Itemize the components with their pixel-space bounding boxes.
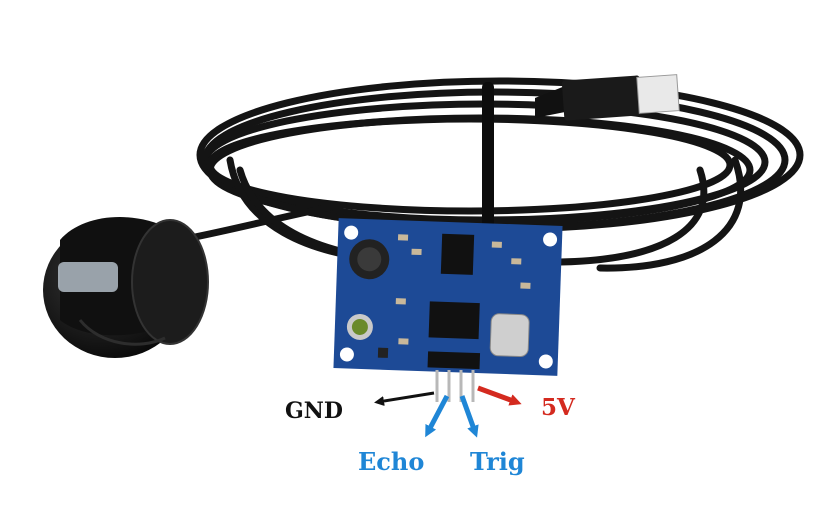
usb-connector bbox=[535, 74, 680, 121]
probe-cable bbox=[186, 201, 344, 242]
trig-arrow bbox=[459, 395, 479, 438]
gnd-label: GND bbox=[285, 398, 343, 424]
echo-arrow bbox=[425, 394, 450, 438]
five-v-arrow bbox=[477, 385, 522, 406]
trig-label: Trig bbox=[470, 447, 525, 476]
ultrasonic-probe bbox=[43, 217, 209, 358]
gnd-arrow bbox=[374, 391, 435, 406]
driver-board bbox=[333, 218, 563, 402]
echo-label: Echo bbox=[358, 447, 425, 476]
cable-tie bbox=[482, 82, 494, 242]
five-v-label: 5V bbox=[541, 394, 575, 421]
